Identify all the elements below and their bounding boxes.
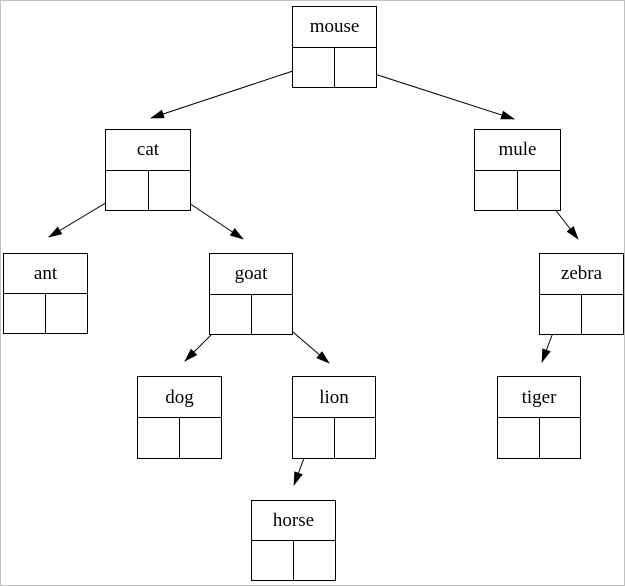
pointer-cells — [540, 294, 623, 334]
arrow-mouse-right-to-mule — [352, 66, 515, 120]
left-pointer-cell — [498, 418, 540, 458]
left-pointer-cell — [252, 541, 294, 580]
node-label-cat: cat — [106, 130, 190, 171]
node-label-horse: horse — [252, 501, 335, 542]
pointer-cells — [4, 294, 87, 333]
left-pointer-cell — [210, 294, 252, 334]
left-pointer-cell — [293, 47, 335, 87]
tree-node-ant: ant — [3, 253, 88, 334]
tree-node-dog: dog — [137, 376, 222, 459]
right-pointer-cell — [46, 294, 87, 333]
tree-node-cat: cat — [105, 129, 191, 211]
tree-node-goat: goat — [209, 253, 293, 335]
node-label-tiger: tiger — [498, 377, 580, 419]
right-pointer-cell — [540, 418, 581, 458]
node-label-dog: dog — [138, 377, 221, 419]
pointer-cells — [293, 47, 376, 87]
right-pointer-cell — [180, 418, 221, 458]
right-pointer-cell — [294, 541, 335, 580]
left-pointer-cell — [540, 294, 582, 334]
left-pointer-cell — [106, 170, 149, 210]
pointer-cells — [106, 170, 191, 210]
node-label-zebra: zebra — [540, 254, 623, 295]
right-pointer-cell — [335, 418, 376, 458]
right-pointer-cell — [518, 171, 560, 210]
node-label-ant: ant — [4, 254, 87, 295]
tree-node-lion: lion — [292, 376, 376, 459]
tree-node-mule: mule — [474, 129, 561, 211]
right-pointer-cell — [335, 48, 376, 87]
node-label-lion: lion — [293, 377, 375, 419]
node-label-mule: mule — [475, 130, 560, 171]
right-pointer-cell — [149, 171, 191, 210]
tree-node-horse: horse — [251, 500, 336, 581]
pointer-cells — [252, 541, 335, 580]
pointer-cells — [293, 418, 375, 458]
node-label-goat: goat — [210, 254, 292, 295]
tree-node-mouse: mouse — [292, 6, 377, 88]
tree-node-tiger: tiger — [497, 376, 581, 459]
left-pointer-cell — [475, 170, 518, 210]
node-label-mouse: mouse — [293, 7, 376, 48]
tree-node-zebra: zebra — [539, 253, 624, 335]
right-pointer-cell — [252, 295, 293, 334]
pointer-cells — [475, 170, 560, 210]
left-pointer-cell — [293, 418, 335, 458]
left-pointer-cell — [138, 418, 180, 458]
right-pointer-cell — [582, 295, 623, 334]
arrow-mouse-left-to-cat — [150, 63, 315, 119]
left-pointer-cell — [4, 294, 46, 333]
pointer-cells — [498, 418, 580, 458]
pointer-cells — [210, 294, 293, 334]
pointer-cells — [138, 418, 221, 458]
